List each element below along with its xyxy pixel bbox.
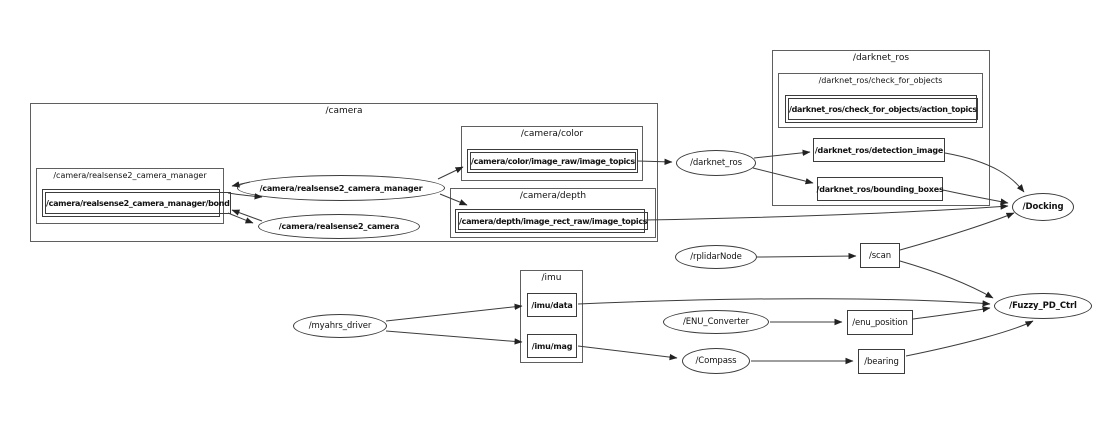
group-check-for-objects-label: /darknet_ros/check_for_objects: [818, 76, 943, 85]
node-rplidar: /rplidarNode: [675, 245, 757, 269]
edge-myahrs-to-imudata: [385, 303, 523, 322]
group-camera-label: /camera: [325, 106, 363, 116]
group-camera-depth-label: /camera/depth: [519, 191, 587, 201]
topic-detection-image: /darknet_ros/detection_image: [813, 138, 945, 162]
topic-imu-data: /imu/data: [527, 293, 577, 317]
topic-color-image-topics-label: /camera/color/image_raw/image_topics: [470, 152, 636, 170]
node-darknet-ros: /darknet_ros: [676, 150, 756, 176]
topic-enu-position: /enu_position: [847, 310, 913, 335]
group-darknet-ros: /darknet_ros: [772, 50, 990, 206]
topic-bond-label: /camera/realsense2_camera_manager/bond: [45, 192, 231, 214]
group-camera-manager: /camera/realsense2_camera_manager: [36, 168, 224, 224]
topic-bounding-boxes: /darknet_ros/bounding_boxes: [816, 177, 944, 201]
node-compass: /Compass: [682, 348, 750, 374]
edge-rplidar-to-scan: [756, 252, 857, 260]
topic-depth-image-topics: /camera/depth/image_rect_raw/image_topic…: [455, 209, 649, 233]
edge-imumag-to-compass: [577, 345, 678, 361]
topic-action-topics-label: /darknet_ros/check_for_objects/action_to…: [788, 98, 978, 120]
group-camera-manager-label: /camera/realsense2_camera_manager: [53, 171, 207, 180]
group-camera: /camera: [30, 103, 658, 242]
node-fuzzy-pd-ctrl: /Fuzzy_PD_Ctrl: [994, 293, 1092, 319]
topic-imu-mag: /imu/mag: [527, 334, 577, 358]
group-imu-label: /imu: [541, 273, 562, 283]
topic-color-image-topics: /camera/color/image_raw/image_topics: [467, 149, 638, 173]
node-docking: /Docking: [1012, 193, 1074, 221]
edge-imudata-to-fuzzy: [577, 298, 991, 307]
node-enu-converter: /ENU_Converter: [663, 310, 769, 334]
topic-bearing: /bearing: [858, 349, 905, 374]
group-darknet-ros-label: /darknet_ros: [852, 53, 910, 63]
topic-scan: /scan: [860, 243, 900, 268]
node-realsense2-camera-manager: /camera/realsense2_camera_manager: [237, 175, 445, 201]
topic-action-topics: /darknet_ros/check_for_objects/action_to…: [785, 95, 978, 123]
node-myahrs-driver: /myahrs_driver: [293, 314, 387, 338]
group-camera-color: /camera/color: [461, 126, 643, 181]
edge-depth-to-docking: [644, 203, 1009, 221]
topic-depth-image-topics-label: /camera/depth/image_rect_raw/image_topic…: [458, 212, 649, 230]
group-check-for-objects: /darknet_ros/check_for_objects: [778, 73, 983, 128]
topic-bond: /camera/realsense2_camera_manager/bond: [42, 189, 231, 217]
group-camera-color-label: /camera/color: [520, 129, 584, 139]
edge-scan-to-docking: [899, 212, 1015, 251]
node-realsense2-camera: /camera/realsense2_camera: [258, 214, 420, 239]
edge-myahrs-to-imumag: [385, 330, 523, 345]
edge-scan-to-fuzzy: [899, 260, 994, 299]
edge-bearing-to-fuzzy: [905, 320, 1034, 357]
edge-enupos-to-fuzzy: [912, 306, 991, 320]
